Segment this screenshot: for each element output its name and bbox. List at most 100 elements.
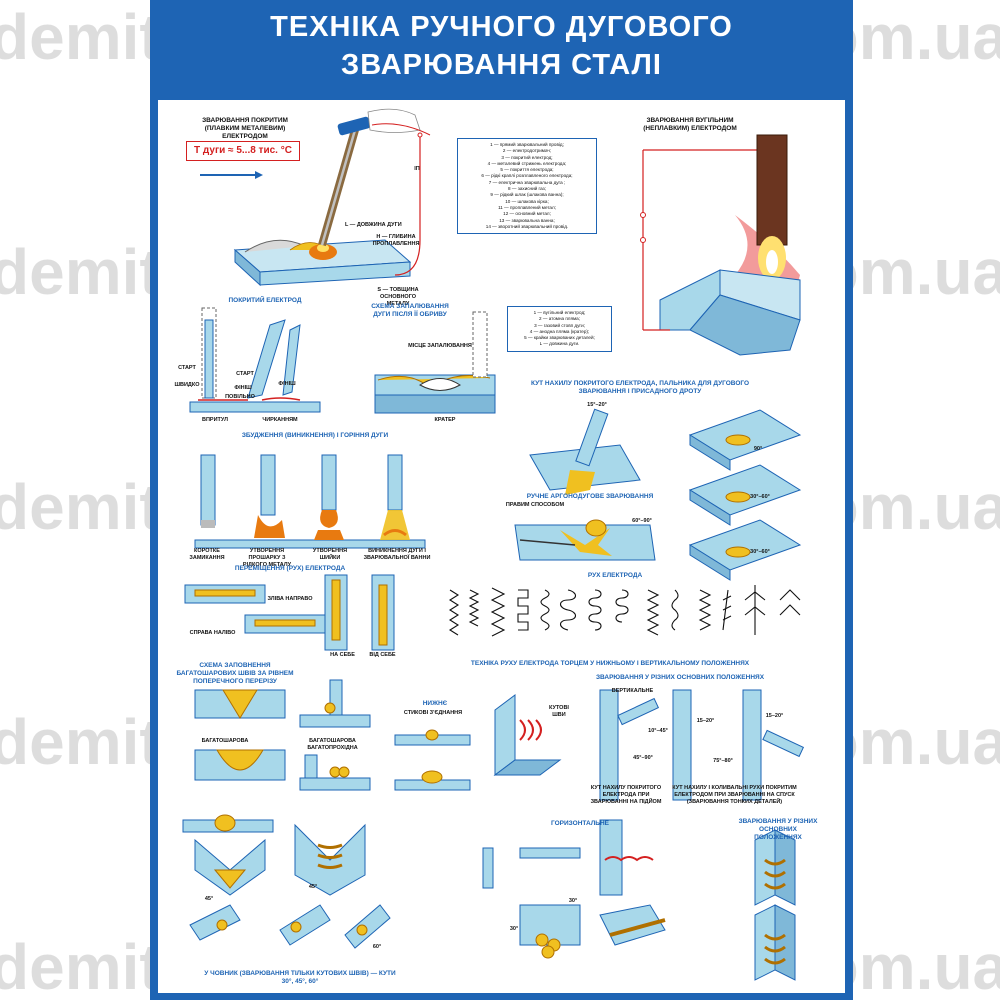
- to-self-label: На себе: [330, 652, 355, 658]
- legend-item: L — довжина дуги.: [539, 341, 580, 347]
- angle-45: 45°: [204, 896, 214, 902]
- poster-title: Техніка ручного дугового зварювання стал…: [150, 8, 853, 84]
- short-circuit-label: Коротке замикання: [189, 548, 225, 561]
- bridge-label: Утворення прошарку з рідкого металу: [242, 548, 292, 568]
- angle-up-label: Кут нахилу покритого електрода при зварю…: [590, 785, 662, 805]
- legend-item: 1 — вугільний електрод;: [533, 310, 586, 315]
- positions-illustration: [493, 689, 805, 801]
- legend-item: 14 — зворотний зварювальний провід.: [485, 223, 569, 229]
- bottom-illustrations: [182, 814, 796, 981]
- angle-30-b: 30°: [509, 926, 519, 932]
- joint-angle-illustrations: [688, 409, 802, 581]
- finish-label-2: Фініш: [278, 381, 296, 387]
- carbon-welding-illustration: [640, 134, 801, 356]
- start-label: Старт: [178, 365, 196, 371]
- coated-electrode-illustration: [189, 307, 321, 413]
- excitation-title: Збудження (виникнення) і горіння дуги: [241, 432, 389, 439]
- electrode-motion-title: Рух електрода: [587, 572, 643, 579]
- angle-90: 90°: [753, 446, 763, 452]
- thickness-label: S — товщина основного металу: [377, 287, 419, 307]
- ignition-scheme-title: Схема запалювання дуги після її обриву: [371, 303, 449, 318]
- arc-length-label: L — довжина дуги: [345, 222, 402, 228]
- legend-carbon: 1 — вугільний електрод; 2 — атомна пляма…: [507, 306, 612, 352]
- coated-welding-title: Зварювання покритим (плавким металевим) …: [202, 117, 288, 140]
- right-method-label: Правим способом: [505, 502, 565, 508]
- movement-title: Переміщення (рух) електрода: [234, 565, 346, 572]
- angle-down-label: Кут нахилу і коливальні рухи покритим ел…: [672, 785, 797, 805]
- legend-item: 4 — анодна пляма (кратер);: [529, 328, 590, 334]
- current-label: Iп: [414, 166, 420, 172]
- finish-label: Фініш: [234, 385, 252, 391]
- legend-item: 13 — зварювальна ванна;: [499, 217, 555, 223]
- angle-45-90: 45°–90°: [633, 755, 653, 761]
- right-left-label: Справа наліво: [189, 630, 236, 636]
- angle-15-20-c: 15–20°: [765, 713, 784, 719]
- butt-joint-label: Стикові з'єднання: [403, 710, 463, 716]
- argon-title: Ручне аргонодугове зварювання: [526, 493, 654, 500]
- angle-illustration: [514, 408, 656, 561]
- legend-item: 2 — атомна пляма;: [539, 316, 580, 322]
- angle-15-20-b: 15–20°: [696, 718, 715, 724]
- arc-excitation-illustration: [194, 454, 426, 549]
- multipass-illustration: [194, 679, 471, 791]
- multilayer-multipass-label: Багатошарова багатопрохідна: [307, 738, 358, 751]
- left-right-label: Зліва направо: [267, 596, 313, 602]
- angle-45-b: 45°: [308, 884, 318, 890]
- angle-title: Кут нахилу покритого електрода, пальника…: [530, 380, 750, 395]
- legend-item: 6 — рідкі краплі розплавленого електрода…: [481, 173, 573, 179]
- lower-title: Нижнє: [422, 700, 448, 707]
- legend-item: 5 — покриття електрода;: [500, 167, 554, 173]
- ceiling-caption: У човник (зварювання тільки кутових швів…: [204, 970, 396, 985]
- positions-title: Зварювання у різних основних положеннях: [595, 674, 765, 681]
- legend-item: 3 — газовий стовп дуги;: [534, 322, 585, 328]
- legend-coated: 1 — прямий зварювальний провід; 2 — елек…: [457, 138, 597, 235]
- positions-small-title: Зварювання у різних основних положеннях: [738, 818, 818, 841]
- angle-30-60: 30°–60°: [750, 494, 770, 500]
- coated-welding-illustration: [200, 108, 431, 287]
- horizontal-title: Горизонтальне: [551, 820, 609, 827]
- angle-75-80: 75°–80°: [713, 758, 733, 764]
- multilayer-label: Багатошарова: [201, 738, 249, 744]
- penetration-label: h — глибина проплавлення: [372, 234, 420, 247]
- carbon-welding-title: Зварювання вугільним (неплавким) електро…: [643, 117, 737, 132]
- angle-15-20: 15°–20°: [587, 402, 607, 408]
- legend-item: 4 — металевий стрижень електрода;: [487, 160, 567, 166]
- legend-item: 5 — крайки зварюваних деталей;: [524, 335, 595, 341]
- angle-30: 30°: [568, 898, 578, 904]
- from-self-label: Від себе: [369, 652, 396, 658]
- slow-label: Повільно: [225, 394, 255, 400]
- coated-electrode-title: Покритий електрод: [228, 297, 302, 304]
- fast-label: Швидко: [174, 382, 200, 388]
- angle-30-60-b: 30°–60°: [750, 549, 770, 555]
- motion-patterns: [448, 585, 801, 637]
- angle-60-90: 60°–90°: [632, 518, 652, 524]
- strike-label: Чирканням: [262, 417, 298, 423]
- legend-item: 7 — електрична зварювальна дуга ;: [488, 179, 566, 185]
- angle-10-45: 10°–45°: [648, 728, 668, 734]
- fillet-label: Кутові шви: [549, 705, 569, 718]
- arc-temperature-badge: T дуги ≈ 5...8 тис. °C: [186, 141, 300, 161]
- butt-label: Впритул: [202, 417, 228, 423]
- legend-item: 12 — основний метал;: [503, 211, 551, 217]
- legend-item: 8 — захисний газ;: [508, 186, 546, 192]
- ignition-place-label: Місце запалювання: [408, 343, 472, 349]
- ignition-scheme-illustration: [374, 311, 496, 414]
- start-label-2: Старт: [236, 371, 254, 377]
- arc-birth-label: Виникнення дуги і зварювальної ванни: [363, 548, 431, 561]
- vertical-label: Вертикальне: [611, 688, 654, 694]
- legend-item: 11 — проплавлений метал;: [498, 204, 556, 210]
- end-motion-title: Техніка руху електрода торцем у нижньому…: [470, 660, 750, 667]
- legend-item: 9 — рідкий шлак (шлакова ванна);: [490, 192, 564, 198]
- neck-label: Утворення шийки: [312, 548, 348, 561]
- legend-item: 1 — прямий зварювальний провід;: [490, 142, 564, 147]
- angle-60: 60°: [372, 944, 382, 950]
- legend-item: 3 — покритий електрод;: [501, 154, 553, 160]
- title-line-2: зварювання сталі: [341, 49, 662, 81]
- legend-item: 10 — шлакова кірка;: [505, 198, 549, 204]
- multipass-title: Схема заповнення багатошарових швів за р…: [176, 662, 294, 685]
- legend-item: 2 — електродотримач;: [502, 148, 552, 154]
- crater-label: Кратер: [434, 417, 456, 423]
- title-line-1: Техніка ручного дугового: [270, 11, 733, 43]
- electrode-movement-illustration: [184, 574, 395, 651]
